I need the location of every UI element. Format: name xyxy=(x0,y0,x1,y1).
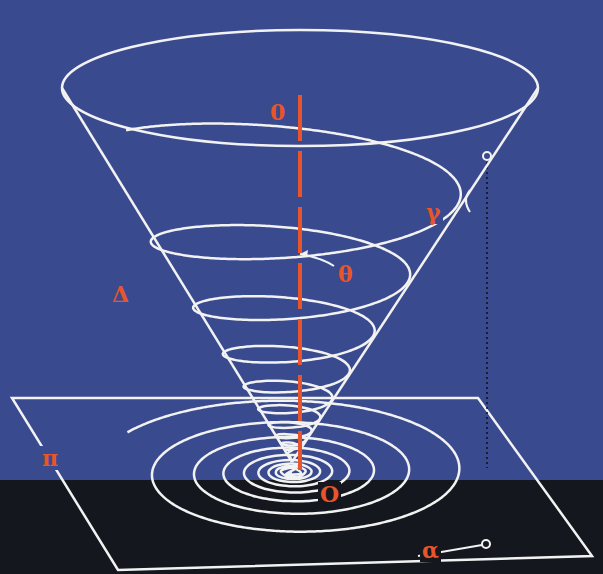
end-point xyxy=(482,540,490,548)
arrowhead xyxy=(300,250,308,257)
angle-label: θ xyxy=(336,262,355,286)
apex-label: O xyxy=(318,482,341,506)
cone-axis xyxy=(298,95,302,470)
angle-label: γ xyxy=(424,200,443,224)
projection-line xyxy=(486,162,488,468)
axis-label: 0 xyxy=(268,100,287,124)
end-point xyxy=(483,152,491,160)
angle-arc xyxy=(466,190,470,212)
plane-spiral xyxy=(127,401,459,532)
cone-spiral xyxy=(126,124,461,461)
cone-side xyxy=(292,88,538,462)
cone-label: Δ xyxy=(110,282,131,306)
angle-label: α xyxy=(420,538,441,562)
plane-label: π xyxy=(40,446,60,470)
